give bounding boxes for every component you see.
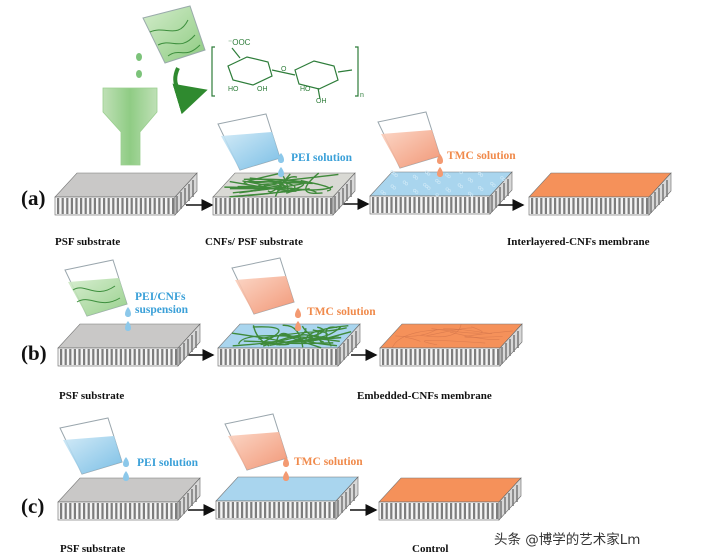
pei-drop-icon-a: [278, 153, 284, 163]
tmc-drop-icon-a2: [437, 167, 443, 177]
row-label-a: (a): [21, 186, 46, 210]
pei-cnfs-drop-icon: [125, 307, 131, 317]
control-membrane: [378, 477, 522, 521]
cnfs-psf-substrate: [212, 172, 356, 216]
pei-solution-label-a: PEI solution: [291, 152, 353, 164]
interlayered-membrane: [528, 172, 672, 216]
suspension-label: suspension: [135, 304, 189, 316]
psf-substrate-label-b: PSF substrate: [59, 390, 125, 402]
pei-beaker-icon-c: [59, 417, 123, 475]
tmc-beaker-icon-c: [224, 413, 288, 471]
psf-substrate-label-c: PSF substrate: [60, 543, 126, 555]
pei-cnfs-beaker-icon: [64, 259, 128, 317]
control-label: Control: [412, 543, 449, 555]
pei-cnfs-drop-icon2: [125, 321, 131, 331]
pei-beaker-icon-a: [217, 113, 281, 171]
psf-substrate-b: [57, 323, 201, 367]
psf-substrate-a: [54, 172, 198, 216]
interlayered-membrane-label: Interlayered-CNFs membrane: [507, 236, 650, 248]
tmc-solution-label-c: TMC solution: [294, 456, 363, 468]
funnel-icon: [102, 87, 158, 166]
row-label-b: (b): [21, 341, 47, 365]
oxygen-label: O: [281, 66, 287, 73]
cnfs-psf-substrate-label: CNFs/ PSF substrate: [205, 236, 303, 248]
hydroxyl-label-4: OH: [316, 98, 327, 105]
pei-layer-c: [215, 476, 359, 520]
pei-drop-icon-c: [123, 457, 129, 467]
tmc-drop-icon-b2: [295, 321, 301, 331]
pei-solution-label-c: PEI solution: [137, 457, 199, 469]
tmc-beaker-icon-b: [231, 257, 295, 315]
pei-drop-icon-a2: [278, 167, 284, 177]
process-arrows: [186, 198, 525, 516]
pei-coated-substrate: [369, 170, 513, 215]
hydroxyl-label-3: HO: [300, 86, 311, 93]
cnf-embedded-layer: [217, 323, 361, 367]
psf-substrate-c: [57, 477, 201, 521]
psf-substrate-label-a: PSF substrate: [55, 236, 121, 248]
flow-arrow: [172, 67, 208, 115]
cnf-beaker-icon: [136, 5, 206, 78]
hydroxyl-label-1: HO: [228, 86, 239, 93]
chemical-structure: [211, 46, 359, 100]
carboxylate-label: ⁻OOC: [228, 38, 251, 47]
watermark: 头条 @博学的艺术家Lm: [494, 532, 641, 548]
embedded-membrane-label: Embedded-CNFs membrane: [357, 390, 492, 402]
row-label-c: (c): [21, 494, 45, 518]
tmc-drop-icon-a: [437, 154, 443, 164]
pei-drop-icon-c2: [123, 471, 129, 481]
embedded-membrane: [379, 323, 523, 367]
tmc-solution-label-b: TMC solution: [307, 306, 376, 318]
hydroxyl-label-2: OH: [257, 86, 268, 93]
tmc-drop-icon-b: [295, 308, 301, 318]
tmc-beaker-icon-a: [377, 111, 441, 169]
repeat-subscript: n: [360, 92, 364, 99]
tmc-drop-icon-c2: [283, 471, 289, 481]
tmc-solution-label-a: TMC solution: [447, 150, 516, 162]
pei-cnfs-label: PEI/CNFs: [135, 291, 186, 303]
tmc-drop-icon-c: [283, 457, 289, 467]
